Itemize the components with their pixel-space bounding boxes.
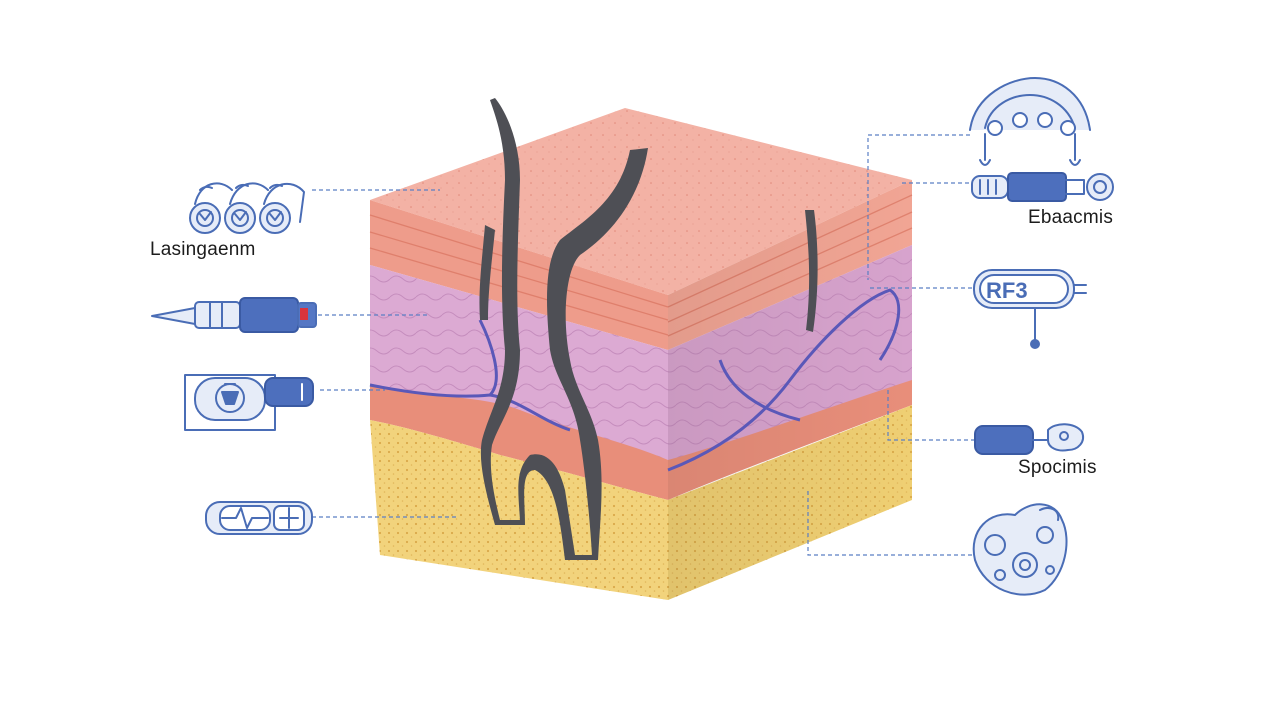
hair-strand-left (479, 225, 495, 320)
leader-line-8 (887, 390, 975, 441)
leader-line-9 (807, 490, 972, 556)
hair-strand-right (805, 210, 818, 332)
microneedle-pen-icon (151, 297, 317, 333)
handpiece-probe-icon (971, 172, 1114, 202)
label-left: Lasingaenm (150, 239, 256, 260)
hair-follicle-main (480, 98, 648, 560)
blood-vessel-right (667, 288, 901, 472)
pulse-monitor-icon (205, 501, 313, 535)
label-right-top: Ebaacmis (1028, 207, 1114, 228)
label-right-mid: Spocimis (1018, 457, 1097, 478)
roller-cluster-icon (189, 182, 305, 234)
cell-cluster-icon (972, 503, 1068, 596)
leader-lines (312, 134, 990, 556)
cylinder-probe-icon (974, 423, 1084, 455)
rf-device-label: RF3 (986, 278, 1028, 303)
skin-cube (369, 98, 913, 600)
dome-device-icon (969, 77, 1091, 166)
leader-line-5 (867, 134, 970, 280)
handheld-scanner-icon (184, 374, 314, 431)
rf-device-icon: RF3 (973, 269, 1087, 349)
